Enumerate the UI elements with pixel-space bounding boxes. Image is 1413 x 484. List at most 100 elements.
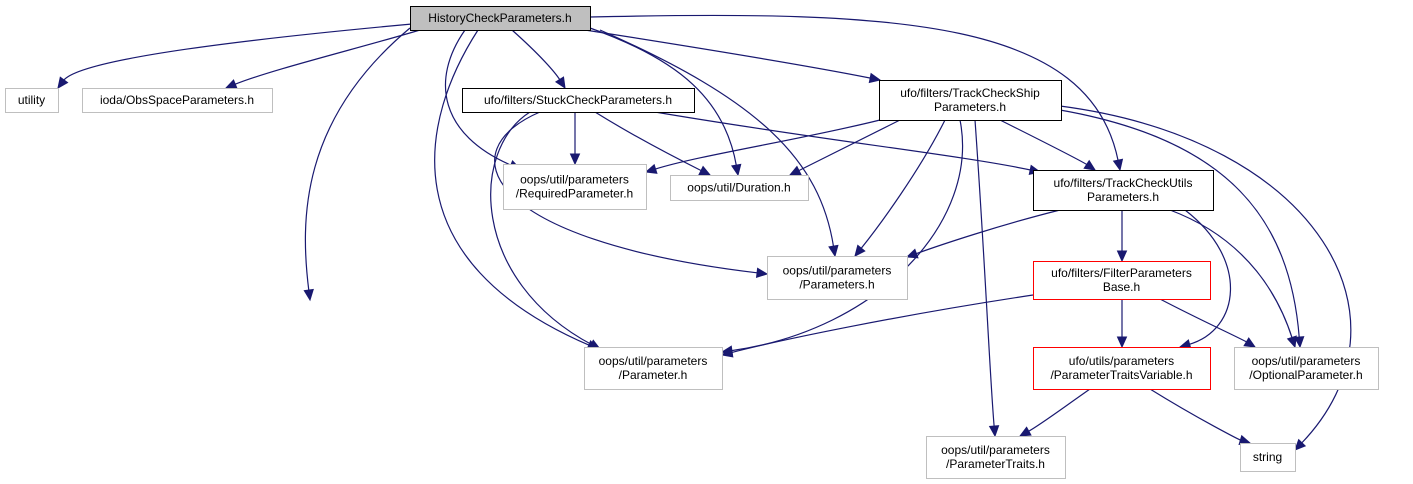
arrowhead-stuck-to-parameters [755, 267, 769, 279]
node-parameters-box [767, 256, 908, 300]
node-utility-label-0: utility [18, 93, 45, 107]
node-filterbase-label-1: Base.h [1103, 280, 1140, 294]
node-traits-label-0: oops/util/parameters [941, 443, 1050, 457]
edge-history-to-parameters [599, 29, 835, 248]
edge-traitsvar-to-traits [1027, 388, 1091, 433]
arrowhead-history-to-stuck [554, 76, 566, 90]
node-duration[interactable]: oops/util/Duration.h [670, 175, 809, 201]
node-trackship-label-0: ufo/filters/TrackCheckShip [900, 86, 1040, 100]
node-parameter-box [584, 347, 723, 390]
node-obsspace-label-0: ioda/ObsSpaceParameters.h [100, 93, 254, 107]
edge-history-to-parameter [434, 29, 590, 347]
edge-trackutils-to-optional [1169, 209, 1293, 339]
edge-trackship-to-trackutils [999, 119, 1088, 166]
edge-history-to-utility [62, 23, 413, 82]
edge-history-to-traits [304, 27, 411, 292]
node-parameters-label-0: oops/util/parameters [783, 264, 892, 278]
arrowhead-trackutils-to-parameters [905, 248, 919, 259]
node-traits[interactable]: oops/util/parameters/ParameterTraits.h [926, 436, 1066, 479]
edge-history-to-stuck [511, 29, 561, 81]
node-utility-box [5, 88, 59, 113]
edge-stuck-to-parameter [490, 111, 593, 346]
arrowhead-history-to-traits [303, 288, 314, 302]
node-string-box [1240, 443, 1296, 472]
arrowhead-filterbase-to-parameter [720, 347, 734, 358]
edge-traitsvar-to-string [1149, 388, 1242, 441]
arrowhead-trackship-to-optional [1293, 336, 1305, 349]
node-history-box [410, 6, 591, 31]
node-history-label-0: HistoryCheckParameters.h [428, 11, 571, 25]
node-stuck-box [462, 88, 695, 113]
arrowhead-traitsvar-to-traits [1018, 426, 1032, 437]
node-traitsvar-label-0: ufo/utils/parameters [1069, 354, 1174, 368]
edge-filterbase-to-parameter [730, 294, 1034, 354]
edge-history-to-duration [589, 27, 738, 167]
node-parameter-label-1: /Parameter.h [619, 368, 688, 382]
node-obsspace[interactable]: ioda/ObsSpaceParameters.h [82, 88, 273, 113]
node-trackutils-label-0: ufo/filters/TrackCheckUtils [1054, 176, 1193, 190]
node-traits-label-1: /ParameterTraits.h [946, 457, 1045, 471]
edge-trackship-to-duration [797, 119, 901, 172]
arrowhead-history-to-utility [57, 76, 69, 89]
arrowhead-history-to-duration [731, 163, 742, 177]
arrowhead-stuck-to-required [569, 153, 581, 166]
arrowhead-trackship-to-trackutils [1083, 159, 1097, 171]
node-optional-box [1234, 347, 1379, 390]
edge-trackship-to-traits [974, 119, 995, 428]
node-trackutils-box [1033, 170, 1214, 211]
node-parameters-label-1: /Parameters.h [799, 278, 874, 292]
edge-trackship-to-parameter [730, 119, 964, 352]
arrowhead-stuck-to-duration [698, 165, 712, 176]
node-trackship-label-1: Parameters.h [934, 100, 1006, 114]
arrowhead-trackutils-to-optional [1286, 335, 1297, 349]
edge-trackship-to-parameters [860, 119, 946, 250]
edge-history-to-obsspace [234, 29, 421, 86]
node-duration-label-0: oops/util/Duration.h [687, 181, 790, 195]
node-traitsvar-label-1: /ParameterTraitsVariable.h [1050, 368, 1192, 382]
arrowhead-history-to-trackutils [1112, 158, 1124, 172]
arrowhead-filterbase-to-optional [1243, 337, 1257, 348]
arrowhead-trackship-to-parameters [854, 244, 866, 257]
node-stuck[interactable]: ufo/filters/StuckCheckParameters.h [462, 88, 695, 113]
arrowhead-trackship-to-traits [988, 425, 1000, 438]
edge-history-to-trackutils [589, 14, 1119, 162]
arrowhead-trackship-to-duration [788, 165, 802, 176]
node-history[interactable]: HistoryCheckParameters.h [410, 6, 591, 31]
node-required-box [503, 164, 647, 210]
node-parameter-label-0: oops/util/parameters [599, 354, 708, 368]
node-required-label-1: /RequiredParameter.h [516, 187, 633, 201]
arrowhead-history-to-parameters [828, 244, 839, 258]
node-optional[interactable]: oops/util/parameters/OptionalParameter.h [1234, 347, 1379, 390]
edge-stuck-to-duration [594, 111, 703, 172]
node-filterbase-box [1033, 261, 1211, 300]
node-trackship-box [879, 80, 1062, 121]
node-required-label-0: oops/util/parameters [520, 173, 629, 187]
arrowhead-filterbase-to-traitsvar [1116, 336, 1128, 349]
node-traitsvar[interactable]: ufo/utils/parameters/ParameterTraitsVari… [1033, 347, 1211, 390]
node-traitsvar-box [1033, 347, 1211, 390]
arrowhead-trackship-to-string [1294, 438, 1307, 451]
edge-stuck-to-trackutils [654, 111, 1032, 171]
node-required[interactable]: oops/util/parameters/RequiredParameter.h [503, 164, 647, 210]
node-traits-box [926, 436, 1066, 479]
edge-trackutils-to-parameters [915, 209, 1061, 255]
edge-trackship-to-optional [1059, 109, 1300, 339]
edge-trackutils-to-traitsvar [1184, 209, 1232, 346]
node-parameters[interactable]: oops/util/parameters/Parameters.h [767, 256, 908, 300]
edge-filterbase-to-optional [1159, 298, 1248, 343]
node-parameter[interactable]: oops/util/parameters/Parameter.h [584, 347, 723, 390]
arrowhead-trackship-to-required [644, 163, 658, 174]
node-string[interactable]: string [1240, 443, 1296, 472]
node-string-label-0: string [1253, 450, 1282, 464]
node-duration-box [670, 175, 809, 201]
edge-trackship-to-required [654, 119, 881, 170]
node-trackutils-label-1: Parameters.h [1087, 190, 1159, 204]
node-utility[interactable]: utility [5, 88, 59, 113]
node-optional-label-1: /OptionalParameter.h [1249, 368, 1362, 382]
node-stuck-label-0: ufo/filters/StuckCheckParameters.h [484, 93, 672, 107]
arrowhead-history-to-trackship [868, 72, 882, 84]
